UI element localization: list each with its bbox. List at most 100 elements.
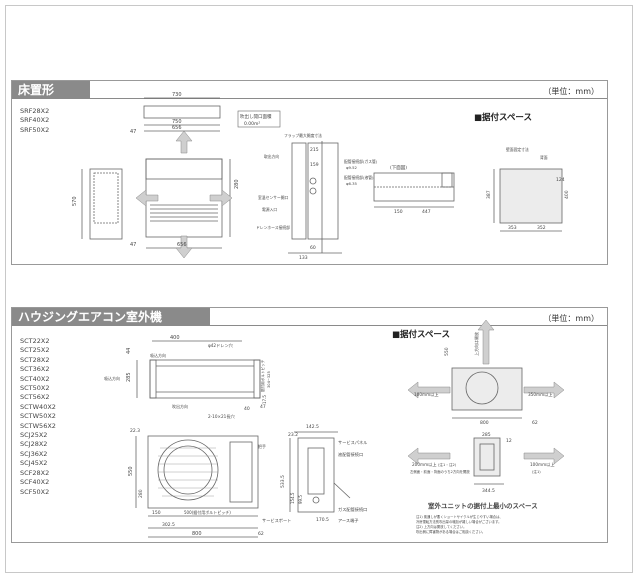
model-name: SCTW50X2 [20, 412, 56, 421]
dim-d23-2: 23.2 [288, 432, 298, 438]
dim-d60: 60 [310, 245, 316, 251]
dim-d22-3: 22.3 [130, 428, 140, 434]
outdoor-side-view [289, 431, 351, 513]
outdoor-unit-drawing: 400 44 285 φ42ドレン穴 吸込方向 吸込方向 吹出方向 据付用ボルト… [104, 319, 565, 538]
dim-w730: 730 [172, 92, 182, 98]
dim-d150: 150 [152, 510, 161, 516]
wall-fix-note: 壁面固定寸法 [506, 147, 529, 152]
dim-d154-5: 154.5 [290, 492, 295, 504]
footnote-3: 注2) 上方向は開放してください。 [416, 524, 466, 529]
side-left-note: 200mm以上 [412, 461, 437, 467]
liq-pipe-note: 液配管接続口 [338, 451, 363, 458]
dim-d62: 62 [258, 531, 264, 537]
model-name: SCF40X2 [20, 478, 50, 487]
outdoor-unit-panel: ハウジングエアコン室外機 （単位：mm） SCT22X2 SCT25X2 SCT… [11, 307, 608, 543]
outlet-area-label: 吹出し開口面積 [240, 113, 272, 120]
outdoor-front-view [135, 435, 259, 538]
header-rule [12, 325, 607, 326]
drain-hole-note: φ42ドレン穴 [208, 342, 234, 349]
dim-d215: 215 [310, 147, 319, 153]
model-name: SCF50X2 [20, 487, 50, 496]
install-space-label: ■据付スペース [392, 330, 451, 340]
model-name: SRF28X2 [20, 107, 50, 115]
page-frame [5, 5, 633, 573]
dim-d142-5: 142.5 [306, 424, 319, 430]
model-name: SCT40X2 [20, 374, 50, 383]
dim-d170-5: 170.5 [316, 517, 329, 523]
liq-size: φ6.35 [346, 181, 358, 186]
outlet-area-value: 0.00m² [244, 121, 260, 127]
dim-d280: 280 [138, 489, 144, 498]
footnote-2: 冷房運転方法別吹出量の増加が難しい場合がございます。 [416, 519, 501, 524]
outdoor-install-top [451, 367, 523, 419]
section-title: 床置形 [12, 81, 90, 99]
anchor-range-note: 304~325 [267, 371, 271, 388]
dim-d47b: 47 [130, 242, 136, 248]
model-name: SRF50X2 [20, 125, 50, 134]
dim-d285: 285 [126, 372, 132, 382]
power-note: 電源入口 [262, 207, 277, 212]
anchor-pitch-note: 据付用ボルトピッチ [260, 359, 265, 392]
dim-d159: 159 [310, 162, 319, 168]
side-right-note-2: (注1) [532, 469, 541, 474]
space-arrows [407, 319, 565, 465]
dim-d344-5: 344.5 [482, 488, 495, 494]
dim-w656b: 656 [177, 242, 187, 248]
service-port-note: サービスポート [262, 517, 291, 524]
outdoor-top-view [136, 340, 261, 399]
pipe-liq-note: 配管接続部(液管) [344, 175, 374, 180]
dim-d352: 352 [537, 225, 546, 231]
dim-w656: 656 [172, 125, 182, 131]
dim-d150: 150 [394, 209, 403, 215]
model-name: SCJ36X2 [20, 449, 48, 458]
dim-d533-5: 533.5 [280, 475, 286, 488]
model-list: SRF28X2 SRF40X2 SRF50X2 [20, 107, 49, 135]
earth-note: アース端子 [338, 517, 358, 524]
front-view [145, 158, 231, 249]
top-space-note: 上方向は開放 [473, 332, 479, 356]
dim-d44: 44 [126, 348, 132, 354]
header-rule [12, 98, 607, 99]
dim-h570: 570 [72, 196, 78, 206]
dim-d17-5: 17.5 [262, 395, 267, 404]
left-space-note: 100mm以上 [414, 391, 439, 397]
back-note: 背面 [540, 155, 548, 160]
right-space-note: 350mm以上 [528, 391, 553, 397]
model-name: SCT28X2 [20, 355, 50, 364]
dim-h280: 280 [234, 179, 240, 189]
dim-d124: 124 [556, 177, 565, 183]
handle-note: 把手 [258, 443, 266, 449]
install-space-label: ■据付スペース [474, 113, 533, 123]
dim-d400: 400 [564, 190, 570, 199]
dim-d550: 550 [128, 466, 134, 476]
model-name: SRF40X2 [20, 116, 50, 125]
take-out-note-3: 吹出方向 [172, 403, 188, 409]
dim-d800: 800 [192, 531, 202, 537]
dim-w750: 750 [172, 119, 182, 125]
pipe-gas-note: 配管接続部(ガス管) [344, 159, 378, 164]
model-name: SCT22X2 [20, 337, 50, 345]
model-name: SCJ45X2 [20, 459, 48, 468]
install-caption: 室外ユニットの据付上最小のスペース [428, 501, 538, 510]
dim-d387: 387 [486, 190, 492, 199]
gas-size: φ9.52 [346, 165, 358, 170]
unit-label: （単位：mm） [543, 87, 599, 96]
side-note: 左側面・前面・背面のうち2方向を開放 [410, 469, 470, 474]
bottom-view [373, 172, 455, 208]
side-left-note-2: (注1・注2) [438, 462, 457, 467]
model-name: SCT36X2 [20, 365, 50, 374]
model-name: SCTW40X2 [20, 402, 56, 411]
model-list: SCT22X2 SCT25X2 SCT28X2 SCT36X2 SCT40X2 … [20, 337, 56, 497]
gas-pipe-note: ガス配管接続口 [338, 506, 367, 513]
dim-d550: 550 [444, 347, 450, 356]
dim-d47a: 47 [130, 129, 136, 135]
floor-unit-drawing: 570 730 750 656 47 [72, 92, 570, 261]
model-name: SCJ28X2 [20, 440, 48, 449]
model-name: SCT56X2 [20, 393, 50, 402]
outdoor-install-side [473, 437, 504, 485]
dim-d99-5: 99.5 [298, 495, 303, 504]
remote-note: 室温センサー開口 [258, 195, 289, 200]
dim-d353: 353 [508, 225, 517, 231]
take-out-note: 取出方向 [264, 154, 279, 159]
side-view [81, 168, 123, 240]
